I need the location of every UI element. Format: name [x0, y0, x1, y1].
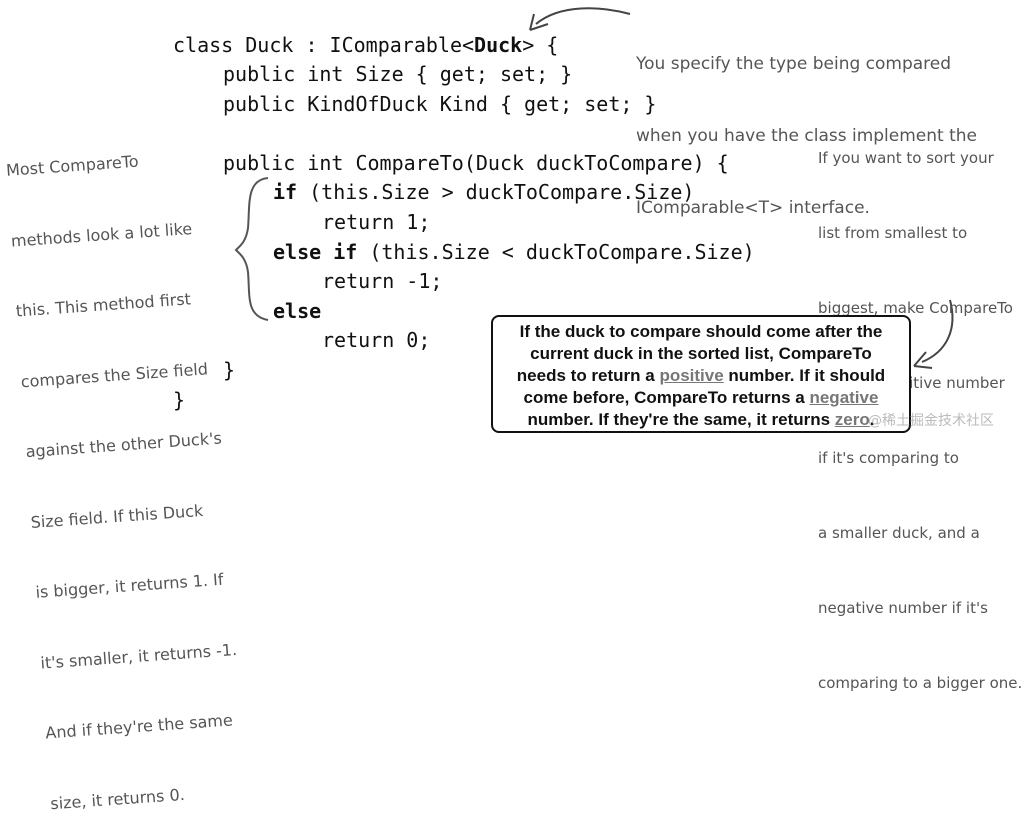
box-zero: zero: [834, 410, 870, 429]
box-line: needs to return a positive number. If it…: [499, 365, 903, 387]
note-line: methods look a lot like: [10, 218, 193, 251]
code-line-return-minus-1: return -1;: [322, 269, 443, 293]
code-line-return-1: return 1;: [322, 210, 431, 234]
note-line: negative number if it's: [818, 599, 988, 617]
box-text: come before, CompareTo returns a: [523, 388, 810, 407]
code-line-class: class Duck : IComparable<Duck> {: [173, 30, 558, 60]
note-line: size, it returns 0.: [49, 784, 186, 813]
code-line-return-0: return 0;: [322, 328, 431, 352]
code-keyword: if: [273, 180, 298, 204]
code-keyword: else if: [273, 240, 358, 264]
code-text: (this.Size > duckToCompare.Size): [297, 180, 695, 204]
code-type-duck: Duck: [474, 33, 523, 57]
note-line: if it's comparing to: [818, 449, 959, 467]
code-line-close-method: }: [223, 358, 236, 382]
code-line-else-if: else if (this.Size < duckToCompare.Size): [273, 237, 755, 267]
note-line: comparing to a bigger one.: [818, 674, 1023, 692]
arrow-to-duck-type: [535, 7, 631, 25]
note-line: biggest, make CompareTo: [818, 299, 1013, 317]
note-line: If you want to sort your: [818, 149, 994, 167]
code-line-if: if (this.Size > duckToCompare.Size): [273, 177, 694, 207]
code-text: (this.Size < duckToCompare.Size): [357, 240, 755, 264]
note-line: list from smallest to: [818, 224, 968, 242]
code-line-else: else: [273, 299, 322, 323]
box-negative: negative: [809, 388, 879, 407]
box-line: If the duck to compare should come after…: [519, 322, 883, 341]
box-text: .: [869, 410, 875, 429]
box-text: needs to return a: [516, 366, 660, 385]
note-line: Size field. If this Duck: [30, 500, 204, 532]
note-line: IComparable<T> interface.: [636, 198, 870, 218]
code-brace: [234, 177, 269, 321]
annotation-arrows: [234, 7, 954, 369]
note-line: is bigger, it returns 1. If: [34, 569, 225, 602]
note-line: You specify the type being compared: [636, 54, 952, 74]
code-line-close-class: }: [173, 388, 186, 412]
arrowhead-box: [913, 351, 933, 369]
note-line: And if they're the same: [44, 710, 234, 743]
code-text: > {: [522, 33, 559, 57]
code-line-size: public int Size { get; set; }: [223, 62, 573, 86]
note-line: this. This method first: [15, 289, 192, 321]
arrowhead-duck-type: [529, 13, 549, 31]
note-line: against the other Duck's: [25, 428, 223, 462]
box-text: number. If they're the same, it returns: [527, 410, 835, 429]
note-type-compared: You specify the type being compared when…: [636, 4, 977, 244]
box-positive: positive: [659, 366, 724, 385]
box-text: number. If it should: [723, 366, 886, 385]
note-line: compares the Size field: [20, 358, 209, 391]
box-line: come before, CompareTo returns a negativ…: [499, 387, 903, 409]
code-line-kind: public KindOfDuck Kind { get; set; }: [223, 92, 657, 116]
note-line: it's smaller, it returns -1.: [39, 639, 238, 673]
box-line: current duck in the sorted list, Compare…: [530, 344, 872, 363]
watermark: @稀土掘金技术社区: [868, 413, 994, 429]
box-line: number. If they're the same, it returns …: [499, 409, 903, 431]
note-line: a smaller duck, and a: [818, 524, 980, 542]
code-line-compareto: public int CompareTo(Duck duckToCompare)…: [223, 151, 729, 175]
note-line: when you have the class implement the: [636, 126, 977, 146]
note-line: Most CompareTo: [5, 151, 140, 180]
arrow-to-box: [921, 299, 954, 363]
code-text: class Duck : IComparable<: [173, 33, 475, 57]
summary-box: If the duck to compare should come after…: [491, 315, 911, 433]
code-listing: class Duck : IComparable<Duck> { public …: [0, 0, 755, 412]
